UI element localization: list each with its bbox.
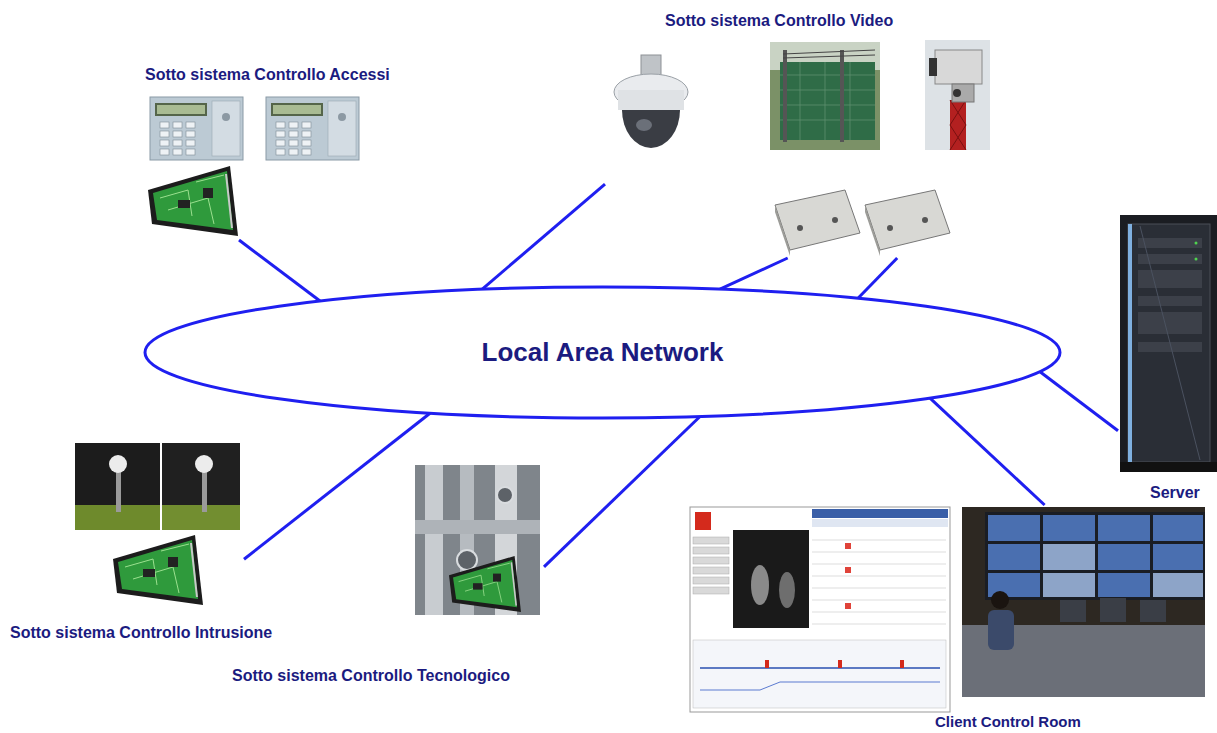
ellipse-shape xyxy=(145,287,1060,418)
subsystem-group: Sotto sistema Controllo Video xyxy=(605,38,995,258)
group-heading: Sotto sistema Controllo Accessi xyxy=(145,66,390,84)
network-link xyxy=(858,258,897,298)
network-link xyxy=(544,417,700,567)
network-link xyxy=(244,413,430,559)
group-heading: Client Control Room xyxy=(935,714,1081,731)
network-link xyxy=(239,240,320,301)
group-heading: Sotto sistema Controllo Video xyxy=(665,12,893,30)
subsystem-group: Sotto sistema Controllo Accessi xyxy=(145,95,365,240)
subsystem-group: Sotto sistema Controllo Tecnologico xyxy=(412,462,544,627)
network-ellipse: Local Area Network xyxy=(143,285,1062,420)
network-link xyxy=(1040,372,1118,431)
subsystem-group: Sotto sistema Controllo Intrusione xyxy=(72,440,244,610)
server-group: Server xyxy=(1118,215,1217,472)
client-group: Client Control Room xyxy=(688,505,1208,711)
group-heading: Server xyxy=(1150,484,1200,502)
group-heading: Sotto sistema Controllo Intrusione xyxy=(10,624,272,642)
group-heading: Sotto sistema Controllo Tecnologico xyxy=(232,667,510,685)
network-link xyxy=(720,258,788,289)
network-label: Local Area Network xyxy=(482,338,724,367)
network-link xyxy=(482,184,605,289)
network-link xyxy=(930,398,1045,505)
